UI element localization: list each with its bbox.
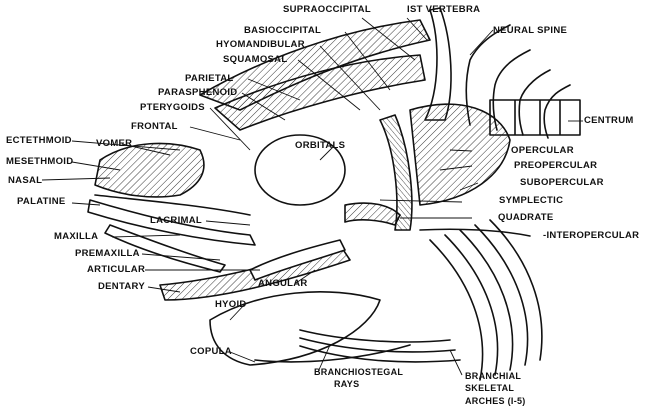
branchial-arches <box>430 220 542 380</box>
label-frontal: FRONTAL <box>131 122 178 132</box>
label-parietal: PARIETAL <box>185 74 234 84</box>
label-quadrate: QUADRATE <box>498 213 554 223</box>
label-squamosal: SQUAMOSAL <box>223 55 287 65</box>
label-branchial-3: ARCHES (I-5) <box>465 397 526 406</box>
label-supraoccipital: SUPRAOCCIPITAL <box>283 5 371 15</box>
label-parasphenoid: PARASPHENOID <box>158 88 237 98</box>
label-orbitals: ORBITALS <box>295 141 345 151</box>
label-hyomandibular: HYOMANDIBULAR <box>216 40 305 50</box>
label-maxilla: MAXILLA <box>54 232 98 242</box>
label-palatine: PALATINE <box>17 197 66 207</box>
label-branchial-1: BRANCHIAL <box>465 372 521 381</box>
label-centrum: CENTRUM <box>584 116 634 126</box>
label-dentary: DENTARY <box>98 282 145 292</box>
label-lacrimal: LACRIMAL <box>150 216 202 226</box>
label-symplectic: SYMPLECTIC <box>499 196 563 206</box>
label-branchial-2: SKELETAL <box>465 384 514 393</box>
label-branchiostegal-2: RAYS <box>334 380 359 389</box>
snout-bones <box>95 143 204 197</box>
label-articular: ARTICULAR <box>87 265 145 275</box>
label-interopercular: -INTEROPERCULAR <box>543 231 639 241</box>
label-pterygoids: PTERYGOIDS <box>140 103 205 113</box>
label-mesethmoid: MESETHMOID <box>6 157 73 167</box>
label-premaxilla: PREMAXILLA <box>75 249 140 259</box>
label-subopercular: SUBOPERCULAR <box>520 178 604 188</box>
neural-spine-4 <box>544 85 570 138</box>
label-opercular: OPERCULAR <box>511 146 574 156</box>
interopercular-bone <box>420 229 530 236</box>
quadrate-bone <box>345 203 400 225</box>
label-ectethmoid: ECTETHMOID <box>6 136 72 146</box>
label-copula: COPULA <box>190 347 232 357</box>
label-ist-vertebra: IST VERTEBRA <box>407 5 480 15</box>
label-branchiostegal-1: BRANCHIOSTEGAL <box>314 368 403 377</box>
first-vertebra <box>425 8 451 120</box>
label-hyoid: HYOID <box>215 300 247 310</box>
label-nasal: NASAL <box>8 176 42 186</box>
label-angular: ANGULAR <box>258 279 308 289</box>
label-basioccipital: BASIOCCIPITAL <box>244 26 321 36</box>
label-neural-spine: NEURAL SPINE <box>493 26 567 36</box>
label-preopercular: PREOPERCULAR <box>514 161 597 171</box>
label-vomer: VOMER <box>96 139 132 149</box>
